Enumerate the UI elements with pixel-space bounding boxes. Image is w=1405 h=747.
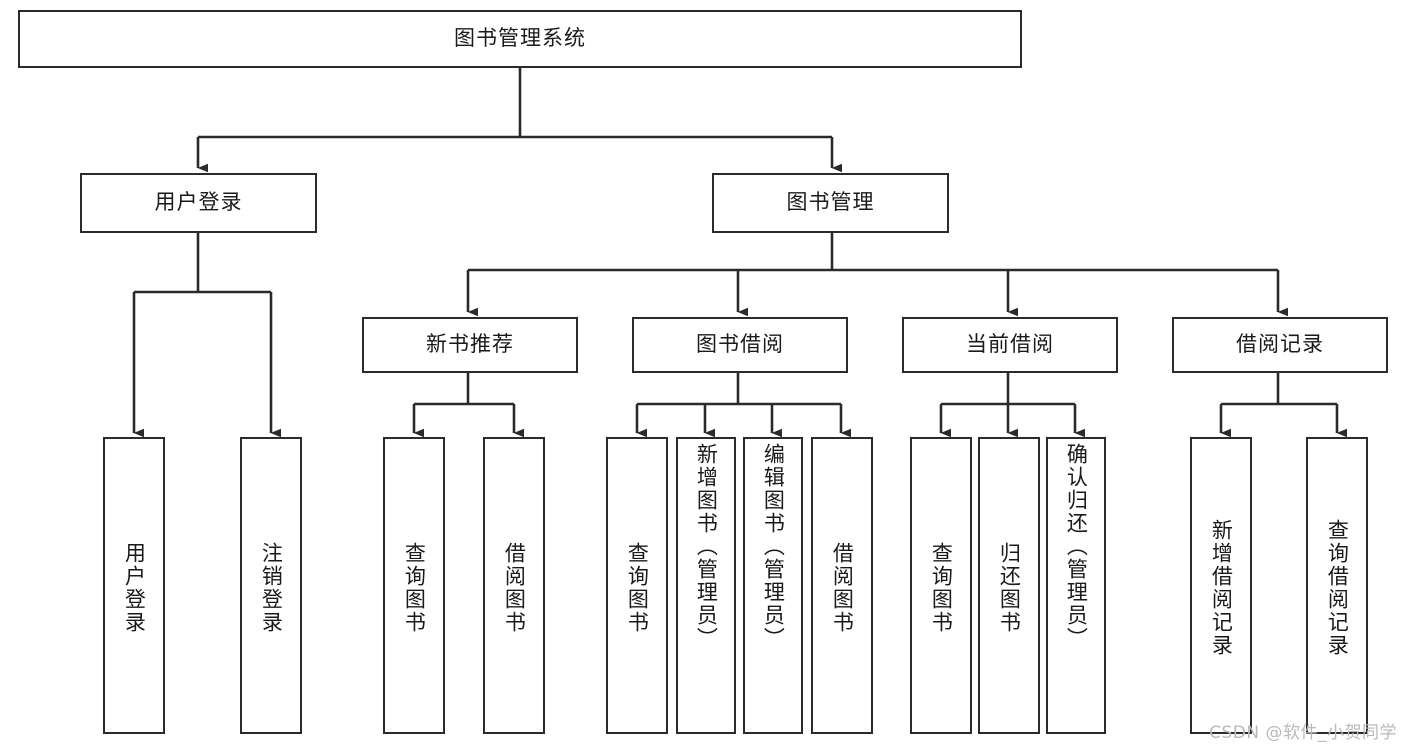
- node-leaf-query-borrow-record[interactable]: 查询借阅记录: [1306, 437, 1368, 734]
- node-leaf-confirm-return-admin-label: 确认归还（管理员）: [1064, 443, 1089, 650]
- node-leaf-user-login[interactable]: 用户登录: [103, 437, 165, 734]
- node-leaf-add-borrow-record-label: 新增借阅记录: [1209, 518, 1234, 657]
- node-leaf-logout-login-label: 注销登录: [259, 541, 284, 634]
- node-book-manage-label: 图书管理: [786, 190, 875, 215]
- node-new-book-recommend-label: 新书推荐: [426, 332, 514, 357]
- node-leaf-user-login-label: 用户登录: [122, 541, 147, 634]
- node-leaf-query-book-3[interactable]: 查询图书: [910, 437, 972, 734]
- node-leaf-borrow-book-1-label: 借阅图书: [502, 541, 527, 634]
- node-user-login[interactable]: 用户登录: [80, 173, 317, 233]
- csdn-watermark: CSDN @软件_小贺同学: [1209, 723, 1397, 743]
- node-leaf-edit-book-admin[interactable]: 编辑图书（管理员）: [743, 437, 803, 734]
- node-leaf-query-book-1[interactable]: 查询图书: [383, 437, 445, 734]
- node-book-borrow-label: 图书借阅: [696, 332, 784, 357]
- node-leaf-add-book-admin-label: 新增图书（管理员）: [694, 443, 719, 650]
- node-leaf-borrow-book-2-label: 借阅图书: [830, 541, 855, 634]
- node-leaf-borrow-book-2[interactable]: 借阅图书: [811, 437, 873, 734]
- node-current-borrow-label: 当前借阅: [966, 332, 1054, 357]
- node-leaf-query-book-2-label: 查询图书: [625, 541, 650, 634]
- node-leaf-query-book-3-label: 查询图书: [929, 541, 954, 634]
- node-new-book-recommend[interactable]: 新书推荐: [362, 317, 578, 373]
- node-leaf-return-book-label: 归还图书: [997, 541, 1022, 634]
- node-leaf-return-book[interactable]: 归还图书: [978, 437, 1040, 734]
- node-root-label: 图书管理系统: [454, 26, 586, 51]
- node-leaf-query-borrow-record-label: 查询借阅记录: [1325, 518, 1350, 657]
- node-leaf-query-book-1-label: 查询图书: [402, 541, 427, 634]
- node-leaf-borrow-book-1[interactable]: 借阅图书: [483, 437, 545, 734]
- node-borrow-record[interactable]: 借阅记录: [1172, 317, 1388, 373]
- node-leaf-query-book-2[interactable]: 查询图书: [606, 437, 668, 734]
- node-book-borrow[interactable]: 图书借阅: [632, 317, 848, 373]
- node-book-manage[interactable]: 图书管理: [712, 173, 949, 233]
- node-root[interactable]: 图书管理系统: [18, 10, 1022, 68]
- node-leaf-add-borrow-record[interactable]: 新增借阅记录: [1190, 437, 1252, 734]
- node-leaf-logout-login[interactable]: 注销登录: [240, 437, 302, 734]
- node-leaf-edit-book-admin-label: 编辑图书（管理员）: [761, 443, 786, 650]
- node-borrow-record-label: 借阅记录: [1236, 332, 1324, 357]
- node-leaf-confirm-return-admin[interactable]: 确认归还（管理员）: [1046, 437, 1106, 734]
- node-leaf-add-book-admin[interactable]: 新增图书（管理员）: [676, 437, 736, 734]
- node-current-borrow[interactable]: 当前借阅: [902, 317, 1118, 373]
- node-user-login-label: 用户登录: [154, 190, 243, 215]
